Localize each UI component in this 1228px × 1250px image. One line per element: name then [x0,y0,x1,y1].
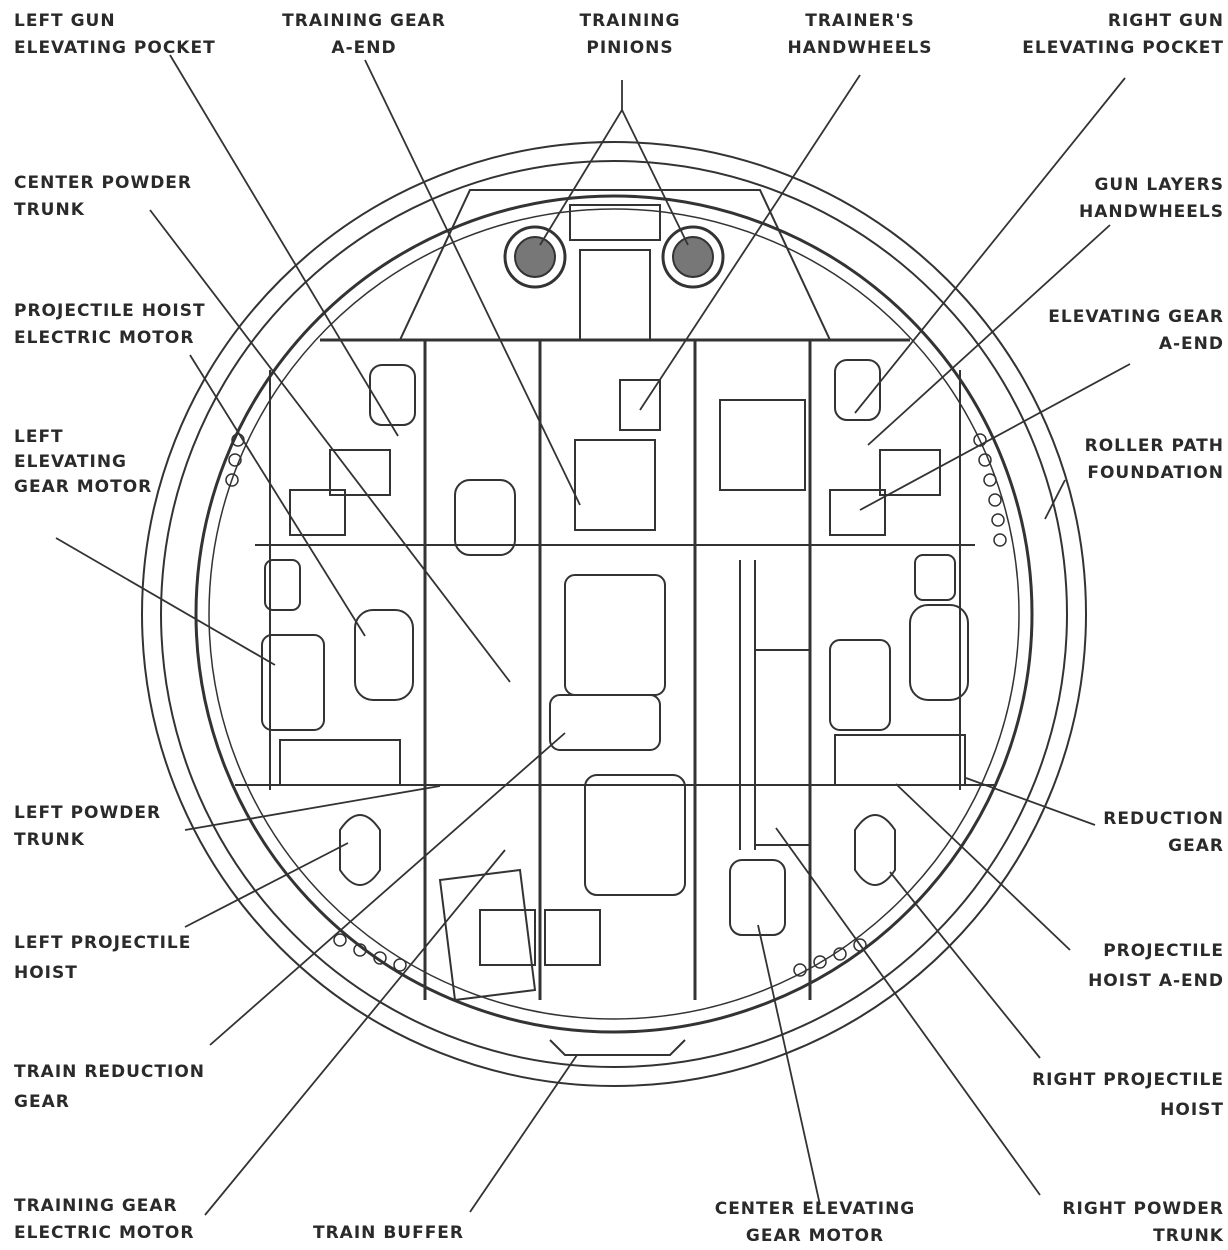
train-reduction-gear-housing [549,694,661,751]
left-projectile-hoist [339,814,381,886]
center-elevating-gear-motor [729,859,786,936]
train-buffer [549,1039,686,1056]
roller-path-ring [160,160,1068,1068]
left-elevating-gear-motor [261,634,325,731]
inner-ring [194,194,1034,1034]
training-gear-motor [584,774,686,896]
right-projectile-hoist [854,814,896,886]
projectile-hoist-motor [354,609,414,701]
outer-ring [141,141,1087,1087]
training-pinion-left [503,225,567,289]
label-train-buffer: TRAIN BUFFER [313,1223,465,1243]
training-pinion-right [661,225,725,289]
